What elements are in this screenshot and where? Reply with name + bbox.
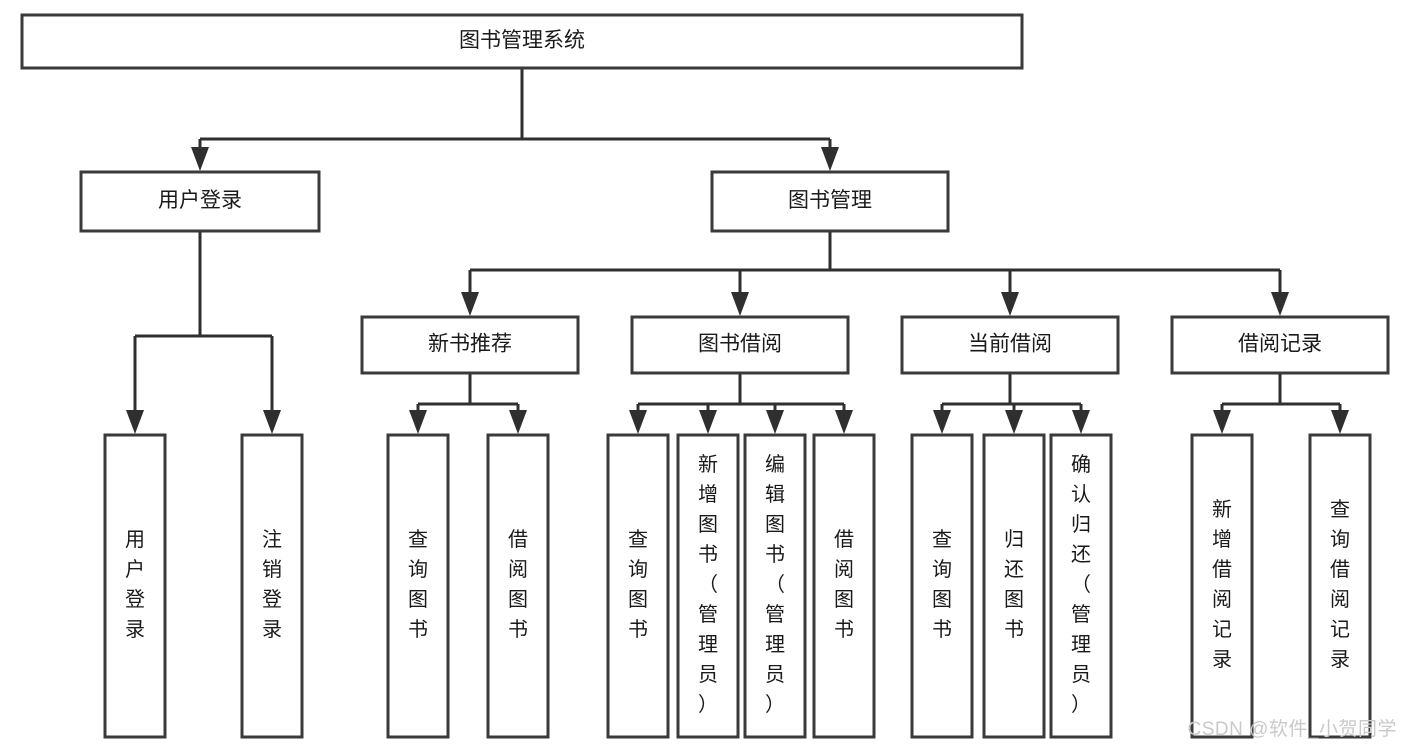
node-label: 用户登录 — [158, 189, 242, 212]
node-label: 新增图书（管理员） — [698, 453, 718, 716]
node-leaf-query-record[interactable]: 查询借阅记录 — [1308, 433, 1372, 739]
node-label: 编辑图书（管理员） — [765, 453, 785, 716]
node-leaf-user-logout[interactable]: 注销登录 — [240, 433, 304, 739]
node-label: 确认归还（管理员） — [1071, 453, 1091, 716]
node-book-borrow[interactable]: 图书借阅 — [630, 315, 850, 375]
node-label: 归还图书 — [1004, 528, 1024, 641]
node-label: 借阅图书 — [508, 528, 528, 641]
node-borrow-record[interactable]: 借阅记录 — [1170, 315, 1390, 375]
node-leaf-query-book-2[interactable]: 查询图书 — [606, 433, 670, 739]
node-label: 新增借阅记录 — [1212, 498, 1232, 671]
node-current-borrow[interactable]: 当前借阅 — [900, 315, 1120, 375]
node-leaf-user-login[interactable]: 用户登录 — [103, 433, 167, 739]
node-label: 查询借阅记录 — [1330, 498, 1350, 671]
node-label: 新书推荐 — [428, 333, 512, 356]
node-label: 用户登录 — [125, 529, 145, 641]
node-label: 查询图书 — [932, 528, 952, 641]
node-leaf-add-record[interactable]: 新增借阅记录 — [1190, 433, 1254, 739]
node-label: 注销登录 — [262, 528, 282, 641]
node-leaf-query-book-1[interactable]: 查询图书 — [386, 433, 450, 739]
node-label: 查询图书 — [408, 528, 428, 641]
node-leaf-borrow-book-2[interactable]: 借阅图书 — [812, 433, 876, 739]
node-label: 图书管理 — [788, 189, 872, 212]
node-label: 当前借阅 — [968, 333, 1052, 356]
node-label: 借阅图书 — [834, 528, 854, 641]
node-leaf-edit-book[interactable]: 编辑图书（管理员） — [743, 433, 807, 739]
node-label: 图书管理系统 — [459, 29, 585, 52]
csdn-watermark: CSDN @软件_小贺同学 — [1187, 719, 1397, 740]
node-book-manage[interactable]: 图书管理 — [710, 170, 950, 233]
node-user-login[interactable]: 用户登录 — [79, 170, 321, 233]
node-label: 图书借阅 — [698, 333, 782, 356]
node-root[interactable]: 图书管理系统 — [20, 13, 1024, 70]
node-leaf-return-book[interactable]: 归还图书 — [982, 433, 1046, 739]
node-label: 查询图书 — [628, 528, 648, 641]
node-leaf-add-book[interactable]: 新增图书（管理员） — [676, 433, 740, 739]
node-leaf-borrow-book-1[interactable]: 借阅图书 — [486, 433, 550, 739]
node-label: 借阅记录 — [1238, 333, 1322, 356]
node-layer: 图书管理系统用户登录图书管理新书推荐图书借阅当前借阅借阅记录用户登录注销登录查询… — [20, 13, 1390, 739]
node-leaf-confirm-return[interactable]: 确认归还（管理员） — [1049, 433, 1113, 739]
node-leaf-query-book-3[interactable]: 查询图书 — [910, 433, 974, 739]
connector-layer — [126, 68, 1349, 434]
node-new-book-recommend[interactable]: 新书推荐 — [360, 315, 580, 375]
